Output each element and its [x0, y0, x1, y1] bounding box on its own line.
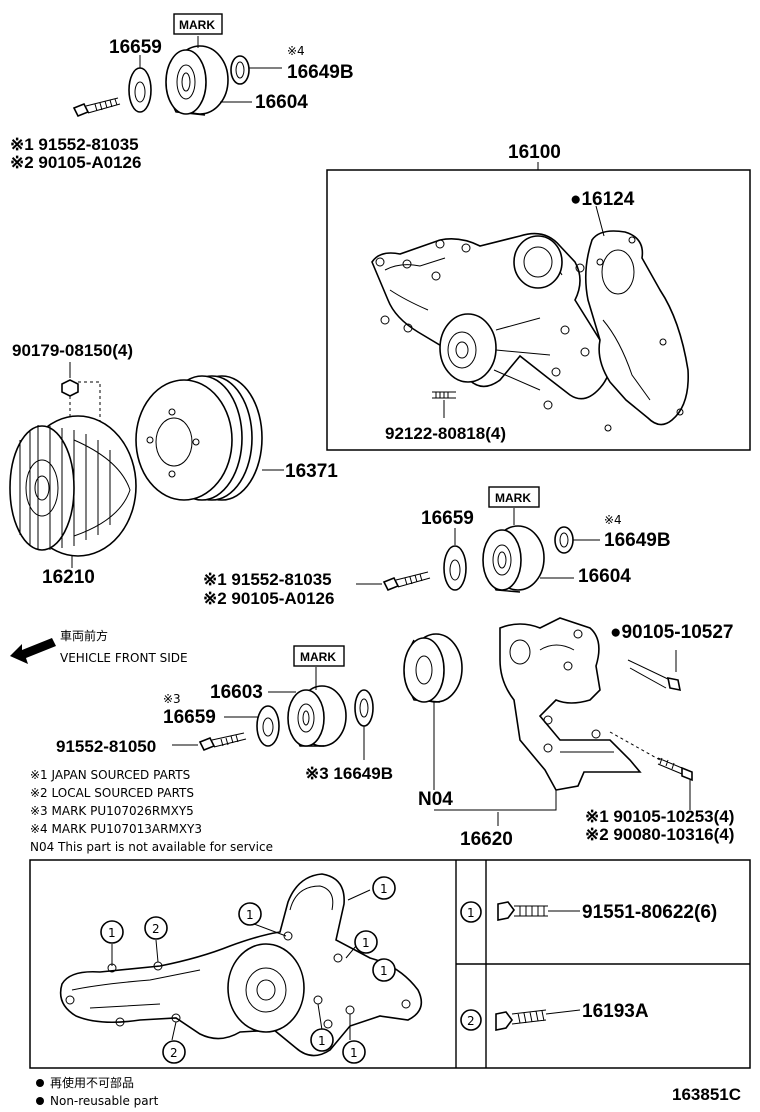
water-pump-stud: [432, 391, 456, 399]
top-bolt: [72, 97, 121, 118]
row1-ref: 1: [467, 906, 475, 920]
note-1: ※1 JAPAN SOURCED PARTS: [30, 768, 190, 782]
mid-bolt-label-1: ※1 91552-81035: [203, 570, 332, 589]
tensioner-washer: [256, 705, 280, 747]
row2-part: 16193A: [582, 1001, 649, 1022]
idler-pulley: [403, 633, 463, 703]
row1-part: 91551-80622(6): [582, 902, 717, 923]
water-pump-label: 16100: [508, 142, 561, 163]
legend-jp: 再使用不可部品: [50, 1075, 134, 1090]
non-reusable-bullet-icon-2: [36, 1097, 44, 1105]
callout-c: 2: [170, 1046, 178, 1060]
legend: 再使用不可部品 Non-reusable part 163851C: [36, 1075, 741, 1108]
mid-pulley-assembly: MARK 16659 ※4 16649B 16604 ※1 91552-8103…: [203, 486, 671, 608]
note-2: ※2 LOCAL SOURCED PARTS: [30, 786, 194, 800]
tensioner-note-ref: ※3: [163, 692, 181, 706]
callout-i: 1: [350, 1046, 358, 1060]
top-pulley-assembly: 16659 MARK ※4 16649B 16604 ※1 91552-8103…: [10, 13, 354, 172]
bracket-bolt-label-1: ※1 90105-10253(4): [585, 807, 734, 826]
mid-mark-label: MARK: [495, 491, 531, 505]
top-note-ref: ※4: [287, 44, 305, 58]
legend-en: Non-reusable part: [50, 1094, 159, 1108]
mid-note-ref: ※4: [604, 513, 622, 527]
fan-group: 90179-08150(4) 16371 16210: [9, 341, 338, 588]
note-4: ※4 MARK PU107013ARMXY3: [30, 822, 202, 836]
top-mark-label: MARK: [179, 18, 215, 32]
gasket-label: ●16124: [570, 189, 635, 210]
bracket-bolt-label-2: ※2 90080-10316(4): [585, 825, 734, 844]
tensioner-bolt-label: 91552-81050: [56, 737, 156, 756]
note-5: N04 This part is not available for servi…: [30, 840, 273, 854]
callout-a: 1: [108, 926, 116, 940]
mid-cover-label: 16649B: [604, 530, 671, 551]
water-pump-group: 16100 ●1612: [326, 142, 751, 451]
top-washer-label: 16659: [109, 37, 162, 58]
fan-pulley-label: 16371: [285, 461, 338, 482]
mid-washer: [443, 545, 467, 591]
tensioner-bracket: [499, 617, 642, 791]
bolt-detail-box: 1 2 2 1 1 1 1 1 1 1 91551-80622(6) 2 161…: [29, 859, 751, 1069]
direction-en: VEHICLE FRONT SIDE: [60, 651, 188, 665]
water-pump-box: [326, 169, 751, 451]
callout-d: 1: [246, 908, 254, 922]
water-pump-body: [371, 232, 611, 400]
callout-g: 1: [380, 964, 388, 978]
top-cover-label: 16649B: [287, 62, 354, 83]
tensioner-cover-label: ※3 16649B: [305, 764, 393, 783]
direction-jp: 車両前方: [60, 628, 108, 643]
pump-bolt-holes: [375, 239, 590, 410]
mid-washer-label: 16659: [421, 508, 474, 529]
diagram-id: 163851C: [672, 1085, 741, 1104]
note-3: ※3 MARK PU107026RMXY5: [30, 804, 194, 818]
detail-callouts: 1 2 2 1 1 1 1 1 1: [100, 876, 396, 1064]
water-pump-gasket: [584, 230, 689, 426]
fan-clutch-label: 16210: [42, 567, 95, 588]
tensioner-washer-label: 16659: [163, 707, 216, 728]
top-pulley-label: 16604: [255, 92, 308, 113]
top-bolt-label-1: ※1 91552-81035: [10, 135, 139, 154]
fan-nut-label: 90179-08150(4): [12, 341, 133, 360]
callout-e: 1: [380, 882, 388, 896]
top-washer: [128, 67, 152, 113]
top-cover: [230, 55, 250, 85]
tensioner-assembly: MARK 16603 ※3 16659 91552-81050 ※3 16649…: [56, 617, 734, 850]
top-bolt-label-2: ※2 90105-A0126: [10, 153, 141, 172]
tensioner-pulley-label: 16603: [210, 682, 263, 703]
mid-cover: [554, 526, 574, 554]
stud-label: 92122-80818(4): [385, 424, 506, 443]
top-pulley: [165, 45, 229, 116]
vehicle-direction: 車両前方 VEHICLE FRONT SIDE: [10, 628, 188, 665]
fan-pulley: [135, 375, 263, 501]
mid-pulley-label: 16604: [578, 566, 631, 587]
tensioner-mark-label: MARK: [300, 650, 336, 664]
front-arrow-icon: [10, 638, 56, 664]
bracket-bolt-label: ●90105-10527: [610, 622, 733, 643]
non-reusable-bullet-icon: [36, 1079, 44, 1087]
callout-h: 1: [318, 1034, 326, 1048]
callout-f: 1: [362, 936, 370, 950]
notes-list: ※1 JAPAN SOURCED PARTS ※2 LOCAL SOURCED …: [30, 768, 273, 854]
tensioner-assembly-label: 16620: [460, 829, 513, 850]
tensioner-cover: [354, 689, 374, 727]
callout-b: 2: [152, 922, 160, 936]
row2-ref: 2: [467, 1014, 475, 1028]
n04-label: N04: [418, 789, 453, 810]
fan-clutch: [9, 415, 137, 557]
mid-bolt-label-2: ※2 90105-A0126: [203, 589, 334, 608]
row2-bolt-icon: [495, 1011, 513, 1031]
row1-bolt-icon: [497, 901, 515, 921]
fan-nut: [61, 379, 79, 397]
